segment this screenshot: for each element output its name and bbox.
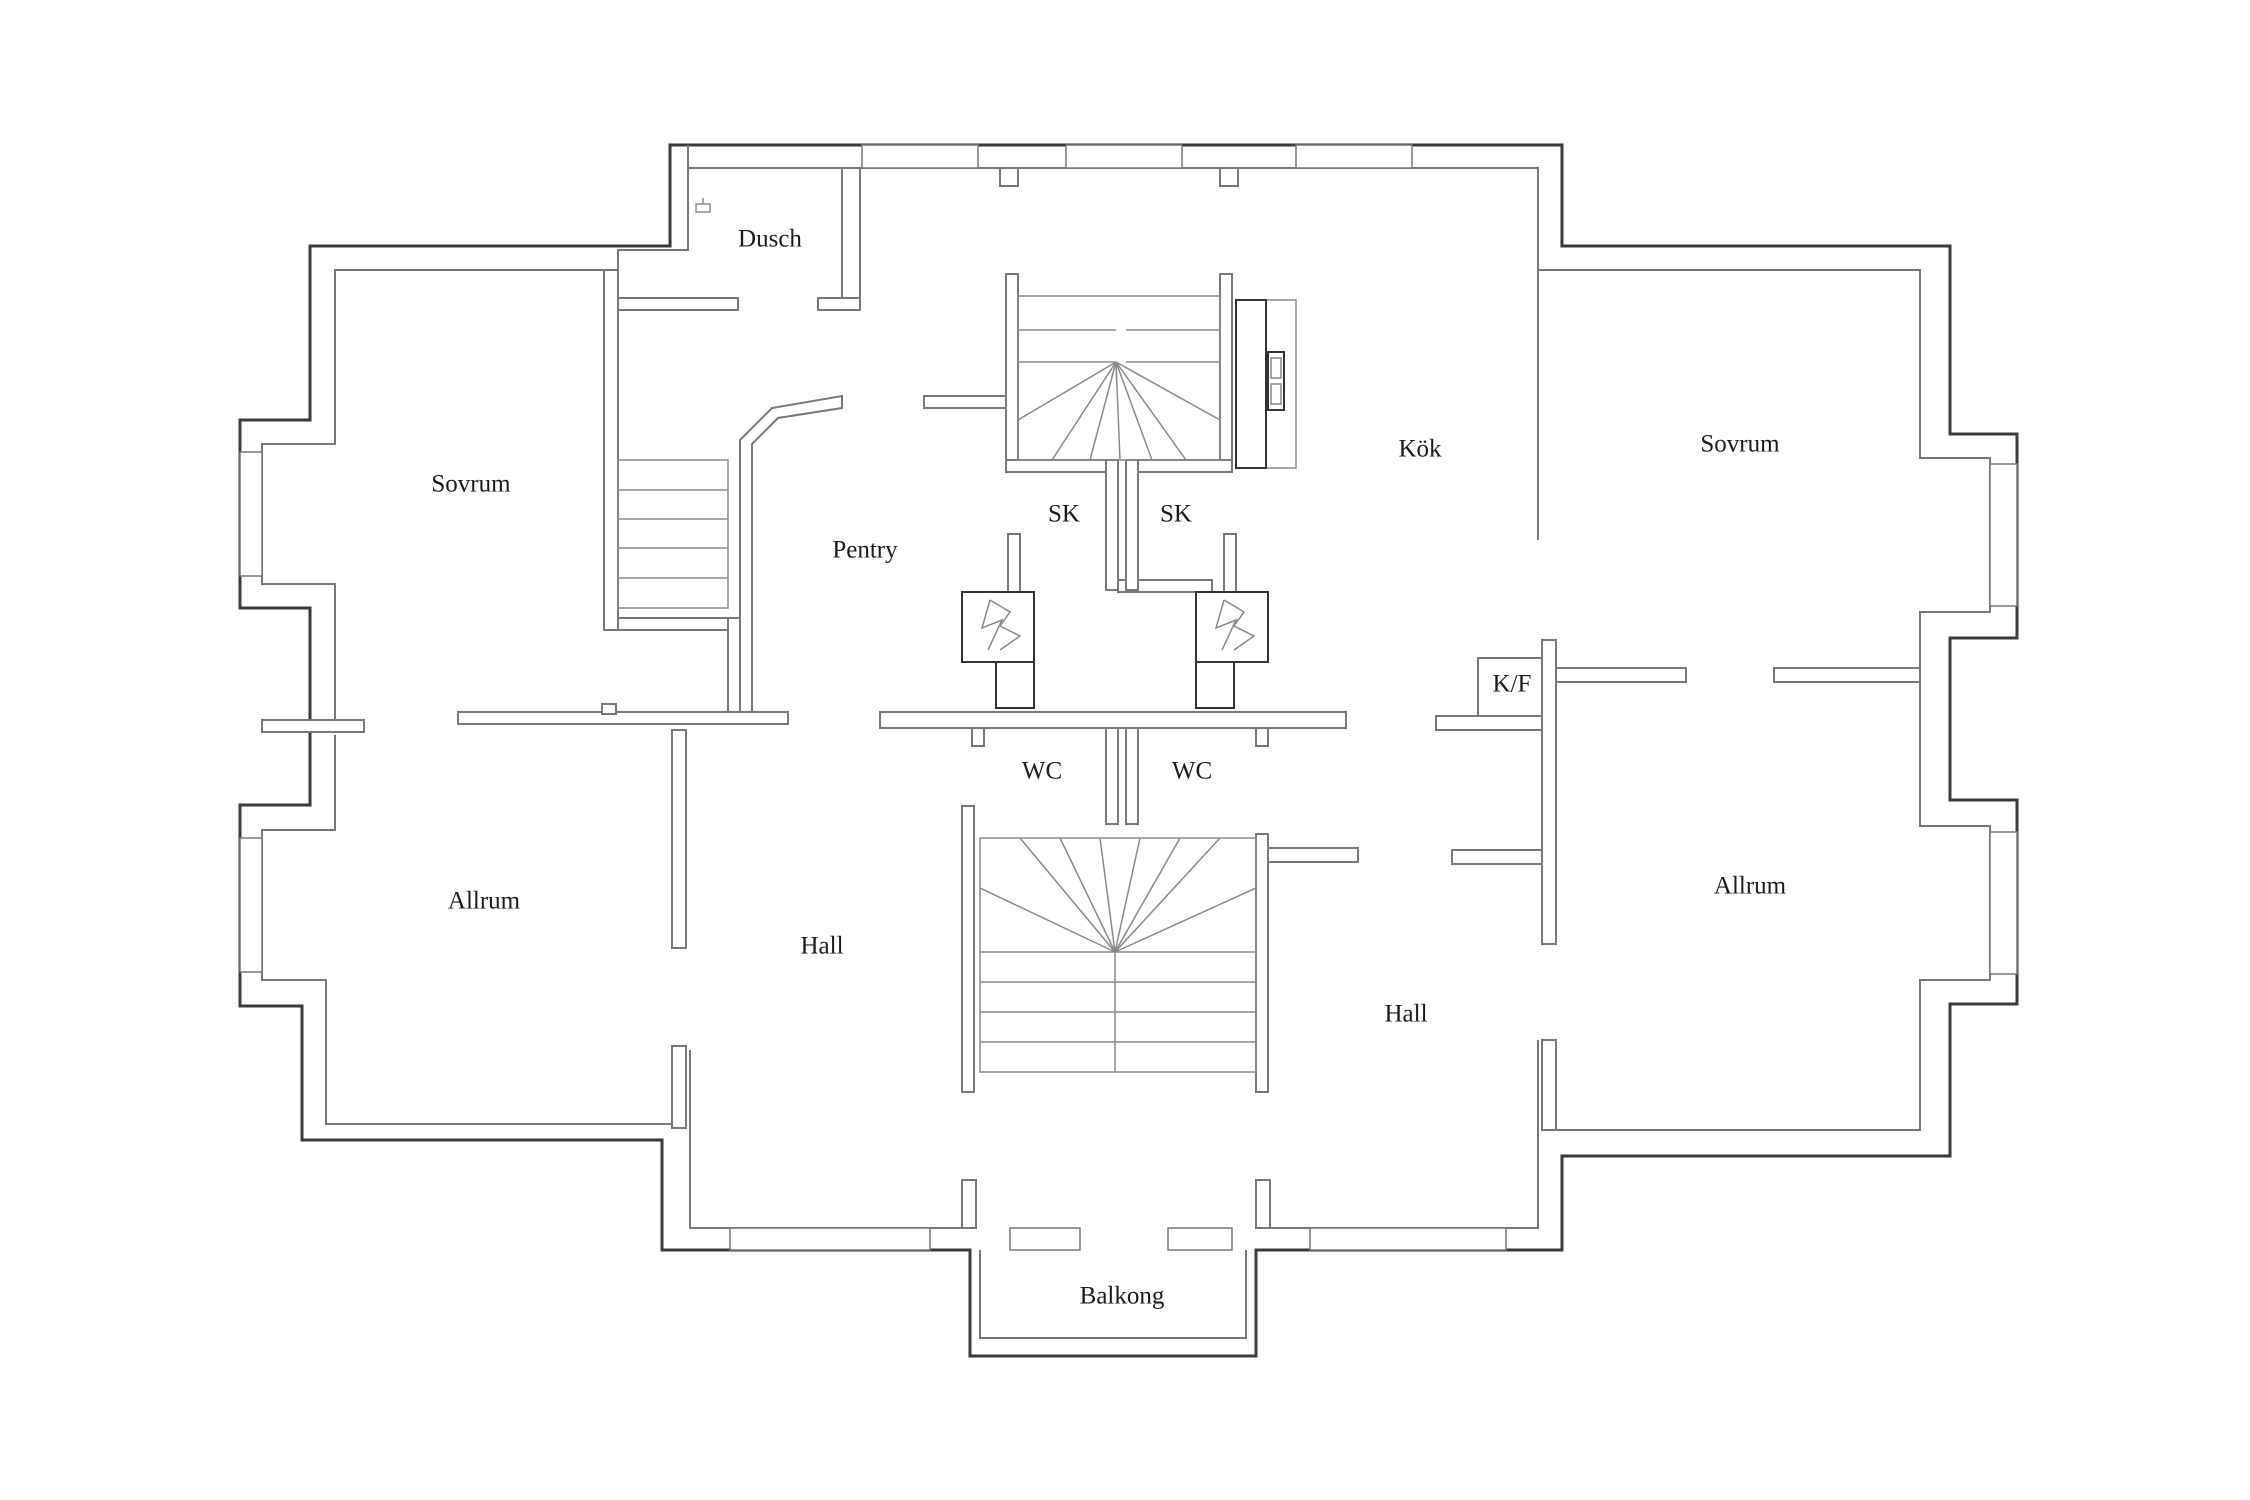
room-label-sk-right: SK <box>1160 501 1192 528</box>
left-staircase <box>617 459 729 609</box>
room-label-balkong: Balkong <box>1080 1283 1165 1310</box>
room-label-allrum-left: Allrum <box>448 888 521 915</box>
kitchen-counter <box>1235 299 1297 469</box>
kitchen-staircase <box>1017 295 1221 461</box>
room-label-sk-left: SK <box>1048 501 1080 528</box>
room-label-dusch: Dusch <box>738 226 802 253</box>
room-label-pentry: Pentry <box>832 537 898 564</box>
interior-walls <box>261 167 1921 1229</box>
room-label-kok: Kök <box>1398 436 1442 463</box>
room-label-wc-left: WC <box>1022 758 1062 785</box>
windows <box>239 144 2018 1251</box>
room-label-wc-right: WC <box>1172 758 1212 785</box>
balcony-outline <box>979 1250 1247 1339</box>
fireplaces <box>961 591 1269 709</box>
room-label-hall-left: Hall <box>800 933 843 960</box>
shower-head-icon <box>695 198 711 213</box>
central-staircase <box>979 837 1257 1073</box>
room-label-allrum-right: Allrum <box>1714 873 1787 900</box>
room-labels: Dusch Sovrum Sovrum Kök Pentry SK SK K/F… <box>431 226 1786 1310</box>
room-label-sovrum-left: Sovrum <box>431 471 511 498</box>
room-label-kf: K/F <box>1493 671 1532 698</box>
room-label-hall-right: Hall <box>1384 1001 1427 1028</box>
room-label-sovrum-right: Sovrum <box>1700 431 1780 458</box>
